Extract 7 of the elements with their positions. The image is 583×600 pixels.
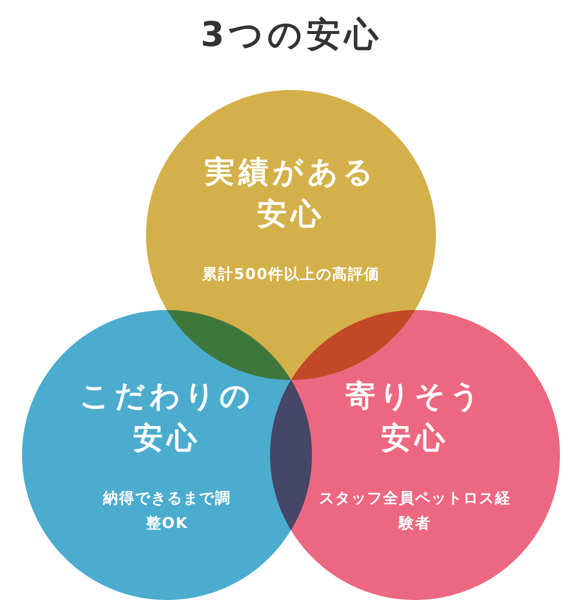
circle-description: 累計500件以上の高評価: [201, 264, 381, 285]
circle-heading: 実績がある安心: [204, 154, 378, 234]
circle-heading: 寄りそう安心: [344, 378, 486, 458]
circle-description: 納得できるまで調整OK: [102, 488, 232, 534]
title: 3つの安心: [200, 14, 382, 57]
circle-description: スタッフ全員ペットロス経験者: [318, 488, 512, 534]
circle-heading: こだわりの安心: [78, 378, 256, 458]
